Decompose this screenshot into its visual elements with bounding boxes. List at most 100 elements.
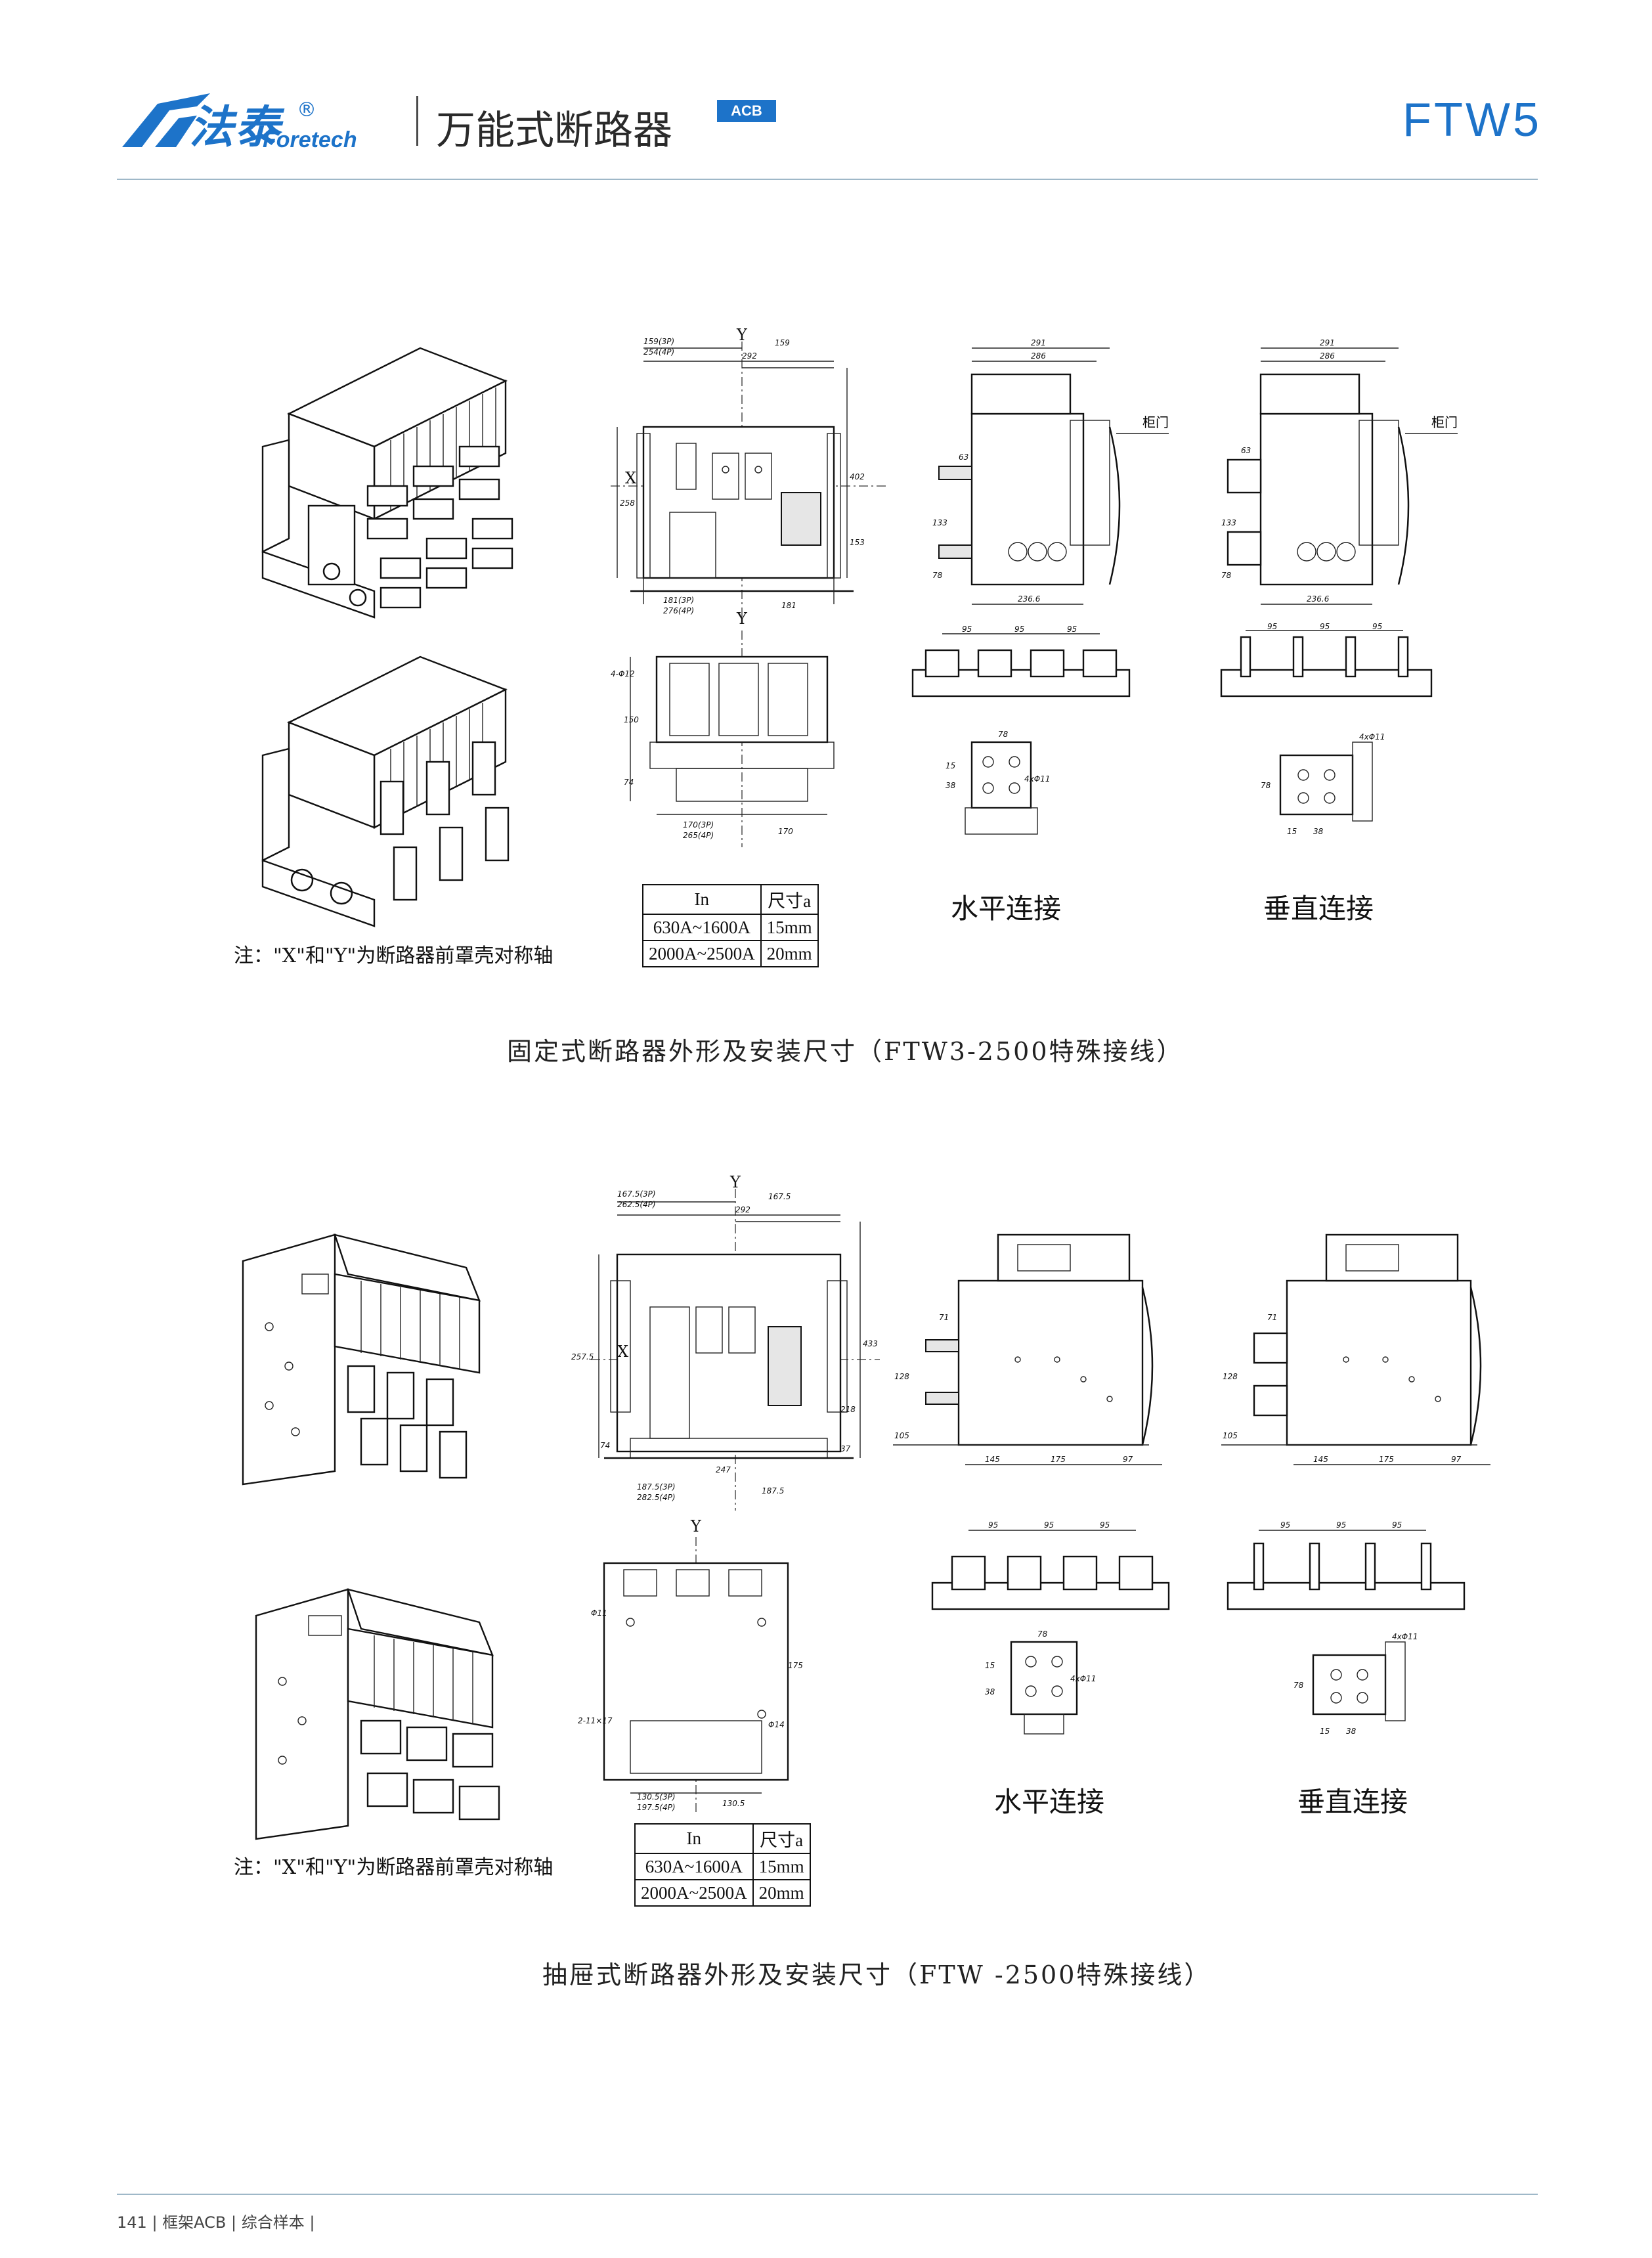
fixed-side-view-vertical: 291 286 63 133 78 236.6 柜门: [1221, 338, 1458, 605]
svg-text:95: 95: [1014, 625, 1024, 634]
svg-text:291: 291: [1320, 338, 1335, 347]
svg-text:Φ11: Φ11: [591, 1608, 607, 1618]
drawout-terminal-vertical: 95 95 95: [1227, 1520, 1466, 1610]
fixed-terminal-vertical: 95 95 95: [1220, 622, 1433, 697]
svg-text:262.5(4P): 262.5(4P): [617, 1200, 656, 1209]
svg-text:145: 145: [985, 1455, 1000, 1464]
svg-text:95: 95: [1100, 1520, 1110, 1530]
brand-name-en: Foretech: [263, 127, 357, 152]
svg-text:78: 78: [1261, 781, 1271, 790]
svg-text:97: 97: [1451, 1455, 1462, 1464]
svg-text:95: 95: [1044, 1520, 1054, 1530]
svg-text:276(4P): 276(4P): [663, 606, 694, 615]
drawout-horizontal-label: 水平连接: [994, 1786, 1105, 1818]
svg-text:265(4P): 265(4P): [683, 831, 714, 840]
svg-text:38: 38: [985, 1687, 995, 1696]
svg-text:74: 74: [624, 778, 634, 787]
svg-text:236.6: 236.6: [1307, 594, 1330, 604]
svg-text:175: 175: [1051, 1455, 1066, 1464]
cabinet-door-label: 柜门: [1142, 414, 1169, 430]
svg-text:133: 133: [1221, 518, 1236, 527]
drawout-side-view-vertical: 71 128 105 145 175 97: [1221, 1233, 1490, 1465]
svg-text:78: 78: [1221, 571, 1232, 580]
svg-text:292: 292: [742, 351, 757, 361]
svg-text:4xΦ11: 4xΦ11: [1070, 1674, 1096, 1683]
svg-text:130.5(3P): 130.5(3P): [637, 1792, 676, 1802]
svg-text:170: 170: [778, 827, 793, 836]
svg-text:105: 105: [1223, 1431, 1238, 1440]
svg-text:Y: Y: [690, 1517, 702, 1536]
fixed-axis-y: Y: [736, 326, 748, 344]
svg-text:402: 402: [850, 472, 865, 481]
svg-text:181(3P): 181(3P): [663, 596, 694, 605]
svg-text:15: 15: [1320, 1727, 1330, 1736]
svg-text:286: 286: [1031, 351, 1046, 361]
svg-text:282.5(4P): 282.5(4P): [637, 1493, 676, 1502]
svg-text:175: 175: [1379, 1455, 1394, 1464]
svg-text:97: 97: [1123, 1455, 1133, 1464]
svg-text:258: 258: [620, 498, 635, 508]
svg-text:433: 433: [863, 1339, 878, 1348]
svg-text:X: X: [617, 1342, 628, 1361]
drawout-pad-horizontal: 78 15 38 4xΦ11: [985, 1629, 1096, 1735]
svg-text:柜门: 柜门: [1431, 414, 1458, 430]
svg-text:95: 95: [1336, 1520, 1346, 1530]
footer-rule: [117, 2194, 1538, 2195]
svg-text:38: 38: [1346, 1727, 1357, 1736]
svg-text:4-Φ12: 4-Φ12: [611, 669, 635, 678]
header-rule: [117, 179, 1538, 180]
svg-text:95: 95: [1280, 1520, 1290, 1530]
acb-badge: ACB: [717, 100, 776, 122]
svg-text:2-11×17: 2-11×17: [578, 1716, 613, 1725]
svg-text:128: 128: [1223, 1372, 1238, 1381]
svg-text:292: 292: [735, 1205, 750, 1214]
svg-text:Y: Y: [736, 609, 748, 628]
svg-text:78: 78: [1293, 1681, 1304, 1690]
svg-text:95: 95: [1372, 622, 1382, 631]
svg-text:128: 128: [894, 1372, 909, 1381]
svg-text:38: 38: [1313, 827, 1324, 836]
drawout-pad-vertical: 4xΦ11 78 15 38: [1293, 1632, 1418, 1736]
fixed-axis-note: 注："X"和"Y"为断路器前罩壳对称轴: [234, 944, 554, 967]
svg-text:4xΦ11: 4xΦ11: [1359, 732, 1385, 742]
svg-text:95: 95: [1392, 1520, 1402, 1530]
fixed-axis-x: X: [625, 469, 636, 487]
drawout-breaker-3d-view-a: [242, 1233, 481, 1486]
svg-text:236.6: 236.6: [1018, 594, 1041, 604]
svg-text:15: 15: [1287, 827, 1297, 836]
fixed-pad-horizontal: 78 15 38 4xΦ11: [946, 730, 1050, 835]
page-title: 万能式断路器: [436, 108, 672, 154]
registered-mark: ®: [297, 99, 316, 122]
fixed-vertical-label: 垂直连接: [1263, 893, 1374, 925]
svg-text:15: 15: [985, 1661, 995, 1670]
svg-text:159(3P): 159(3P): [643, 337, 674, 346]
svg-text:4xΦ11: 4xΦ11: [1024, 774, 1050, 784]
svg-text:175: 175: [788, 1661, 803, 1670]
svg-text:159: 159: [775, 338, 790, 347]
svg-text:187.5: 187.5: [762, 1486, 784, 1495]
svg-text:95: 95: [962, 625, 972, 634]
fixed-front-view: X Y 159(3P) 254(4P) 159 292 258 402 153 …: [611, 326, 886, 617]
svg-text:95: 95: [1320, 622, 1330, 631]
svg-text:247: 247: [716, 1465, 731, 1474]
svg-text:15: 15: [946, 761, 955, 770]
svg-text:254(4P): 254(4P): [643, 347, 674, 357]
svg-text:71: 71: [1267, 1313, 1277, 1322]
svg-text:95: 95: [988, 1520, 998, 1530]
fixed-side-view-horizontal: 291 286 63 133 78 236.6 柜门: [932, 338, 1169, 605]
svg-text:170(3P): 170(3P): [683, 820, 714, 830]
svg-text:71: 71: [939, 1313, 949, 1322]
svg-text:133: 133: [932, 518, 947, 527]
drawout-mounting-view: Y Φ11 175 2-11×17 Φ14 130.5(3P) 197.5(4P…: [578, 1517, 803, 1813]
drawout-breaker-3d-view-b: [255, 1588, 500, 1840]
svg-text:38: 38: [946, 781, 956, 790]
svg-text:153: 153: [850, 538, 865, 547]
fixed-breaker-3d-view-b: [261, 655, 510, 927]
svg-text:181: 181: [781, 601, 796, 610]
svg-text:167.5: 167.5: [768, 1192, 791, 1201]
model-title: FTW5: [1402, 94, 1542, 146]
svg-text:291: 291: [1031, 338, 1046, 347]
svg-text:78: 78: [998, 730, 1009, 739]
svg-text:95: 95: [1267, 622, 1277, 631]
